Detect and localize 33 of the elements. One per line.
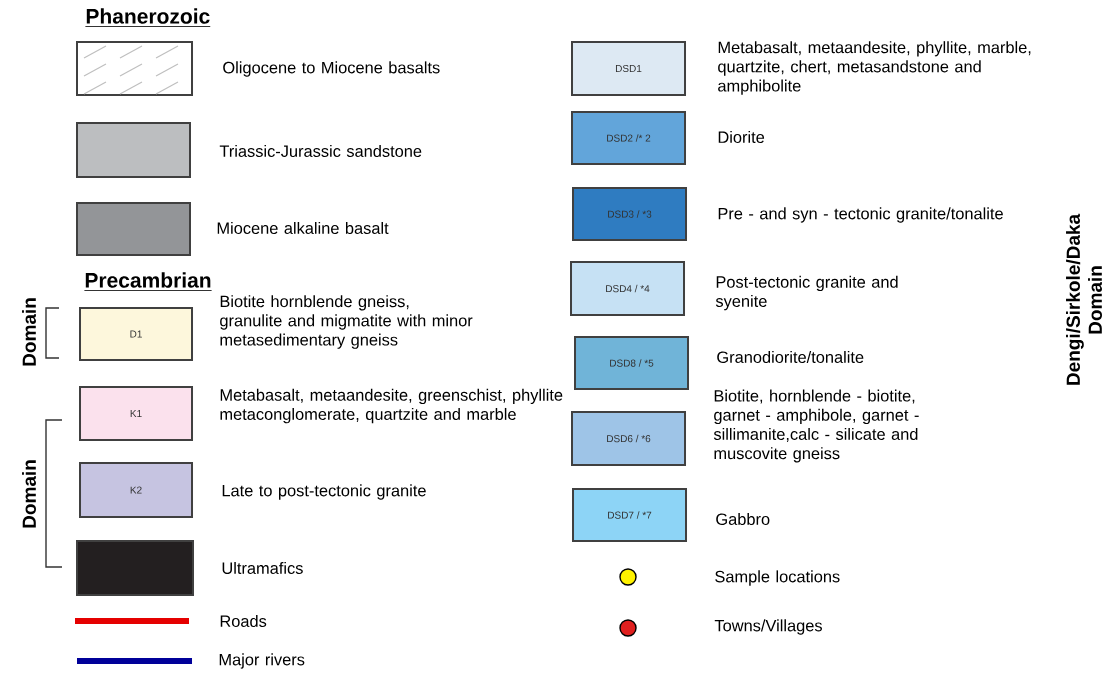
legend-text: Post-tectonic granite and syenite	[715, 275, 898, 311]
swatch-label: DSD8 / *5	[610, 359, 654, 367]
domain-label: Domain	[22, 460, 36, 528]
legend-text: Late to post-tectonic granite	[222, 484, 426, 500]
swatch-label: K1	[130, 410, 142, 417]
swatch-label: K2	[130, 486, 142, 494]
legend-text: Biotite hornblende gneiss, granulite and migmatite with minor metasedimentary gneiss	[220, 295, 473, 349]
legend-text: Diorite	[718, 131, 765, 143]
legend-text: Ultramafics	[222, 562, 303, 575]
legend-text: Gabbro	[716, 513, 770, 526]
swatch-label: D1	[130, 330, 142, 338]
legend-text: Triassic-Jurassic sandstone	[219, 145, 422, 157]
swatch-label: DSD1	[616, 64, 642, 73]
domain-label: Dengi/Sirkole/Daka Domain	[1066, 213, 1102, 385]
legend-text: Roads	[220, 615, 267, 628]
legend-text: Oligocene to Miocene basalts	[223, 61, 440, 77]
legend-text: Metabasalt, metaandesite, phyllite, marble, quartzite, chert, metasandstone and amphibolite	[718, 41, 1031, 95]
domain-label: Domain	[22, 298, 36, 366]
swatch-label: DSD7 / *7	[608, 511, 652, 519]
legend-text: Miocene alkaline basalt	[217, 222, 389, 234]
legend-text: Pre - and syn - tectonic granite/tonalite	[718, 207, 1003, 223]
swatch-label: DSD6 / *6	[607, 434, 651, 443]
section-heading: Phanerozoic	[85, 8, 211, 27]
swatch-label: DSD3 / *3	[608, 210, 652, 218]
legend-text: Metabasalt, metaandesite, greenschist, phyllite metaconglomerate, quartzite and marble	[220, 388, 563, 424]
legend-text: Major rivers	[219, 653, 305, 669]
legend-text: Granodiorite/tonalite	[717, 351, 864, 363]
swatch-label: DSD4 / *4	[606, 284, 650, 293]
legend-text: Biotite, hornblende - biotite, garnet - amphibole, garnet - sillimanite,calc - silicate and muscovite gneiss	[713, 389, 919, 463]
swatch-label: DSD2 /* 2	[607, 134, 651, 142]
legend-text: Towns/Villages	[714, 619, 822, 635]
legend-text: Sample locations	[715, 570, 840, 586]
section-heading: Precambrian	[84, 272, 213, 291]
